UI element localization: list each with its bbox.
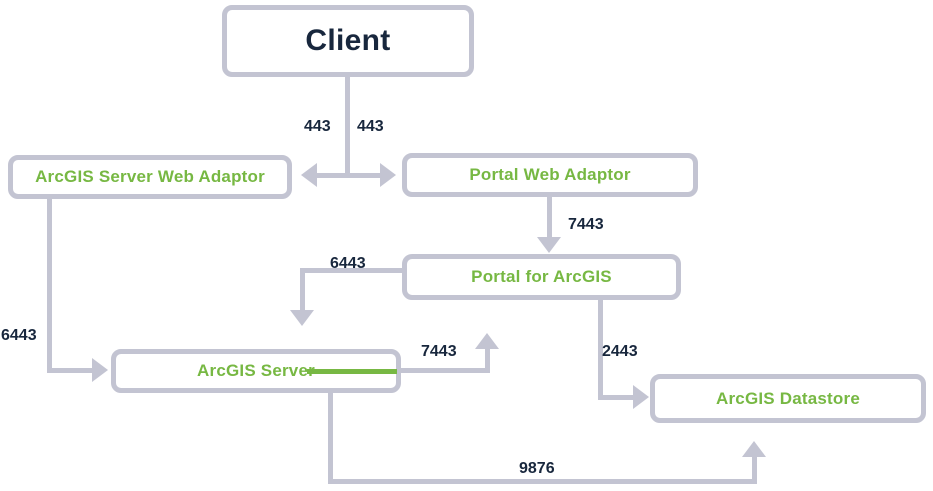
connector-server-to-datastore-v1	[328, 392, 333, 484]
arcgis-server-green-rule	[307, 369, 397, 374]
connector-portal-to-datastore-v	[598, 300, 603, 400]
connector-client-tbar	[316, 173, 380, 178]
connector-swa-to-server-h	[47, 368, 92, 373]
port-label-client-to-server-web-adaptor: 443	[304, 118, 331, 135]
connector-server-to-portal-h	[401, 368, 490, 373]
node-arcgis-server-web-adaptor: ArcGIS Server Web Adaptor	[8, 155, 292, 199]
connector-server-to-datastore-v2	[752, 456, 757, 479]
node-portal-web-adaptor: Portal Web Adaptor	[402, 153, 698, 197]
node-arcgis-server-label: ArcGIS Server	[197, 361, 315, 380]
port-label-server-to-datastore: 9876	[519, 460, 555, 477]
connector-pwa-to-portal	[547, 195, 552, 239]
arrowhead-to-portal	[537, 237, 561, 253]
connector-server-to-portal-v	[485, 348, 490, 373]
arrowhead-to-datastore-bottom	[742, 441, 766, 457]
arrowhead-to-server-web-adaptor	[301, 163, 317, 187]
port-label-portal-to-server: 6443	[330, 255, 366, 272]
arrowhead-to-arcgis-server-left	[92, 358, 108, 382]
port-label-client-to-portal-web-adaptor: 443	[357, 118, 384, 135]
node-arcgis-datastore-label: ArcGIS Datastore	[716, 388, 860, 408]
node-portal-for-arcgis-label: Portal for ArcGIS	[471, 267, 612, 286]
connector-portal-to-server-v	[300, 268, 305, 312]
arrowhead-to-portal-web-adaptor	[380, 163, 396, 187]
node-portal-web-adaptor-label: Portal Web Adaptor	[469, 165, 631, 184]
port-label-pwa-to-portal: 7443	[568, 216, 604, 233]
port-label-swa-to-server: 6443	[1, 327, 37, 344]
node-arcgis-server-web-adaptor-label: ArcGIS Server Web Adaptor	[35, 167, 265, 186]
arrowhead-to-datastore-left	[633, 385, 649, 409]
connector-client-stem	[345, 77, 350, 176]
node-client: Client	[222, 5, 474, 77]
node-client-label: Client	[305, 24, 391, 57]
node-arcgis-datastore: ArcGIS Datastore	[650, 374, 926, 423]
connector-swa-to-server-v	[47, 197, 52, 373]
connector-server-to-datastore-h	[328, 479, 757, 484]
node-portal-for-arcgis: Portal for ArcGIS	[402, 254, 681, 300]
connector-portal-to-datastore-h	[598, 395, 633, 400]
port-label-server-to-portal: 7443	[421, 343, 457, 360]
connector-portal-to-server-h	[300, 268, 402, 273]
arrowhead-to-portal-bottom	[475, 333, 499, 349]
port-label-portal-to-datastore: 2443	[602, 343, 638, 360]
arrowhead-to-arcgis-server-top	[290, 310, 314, 326]
